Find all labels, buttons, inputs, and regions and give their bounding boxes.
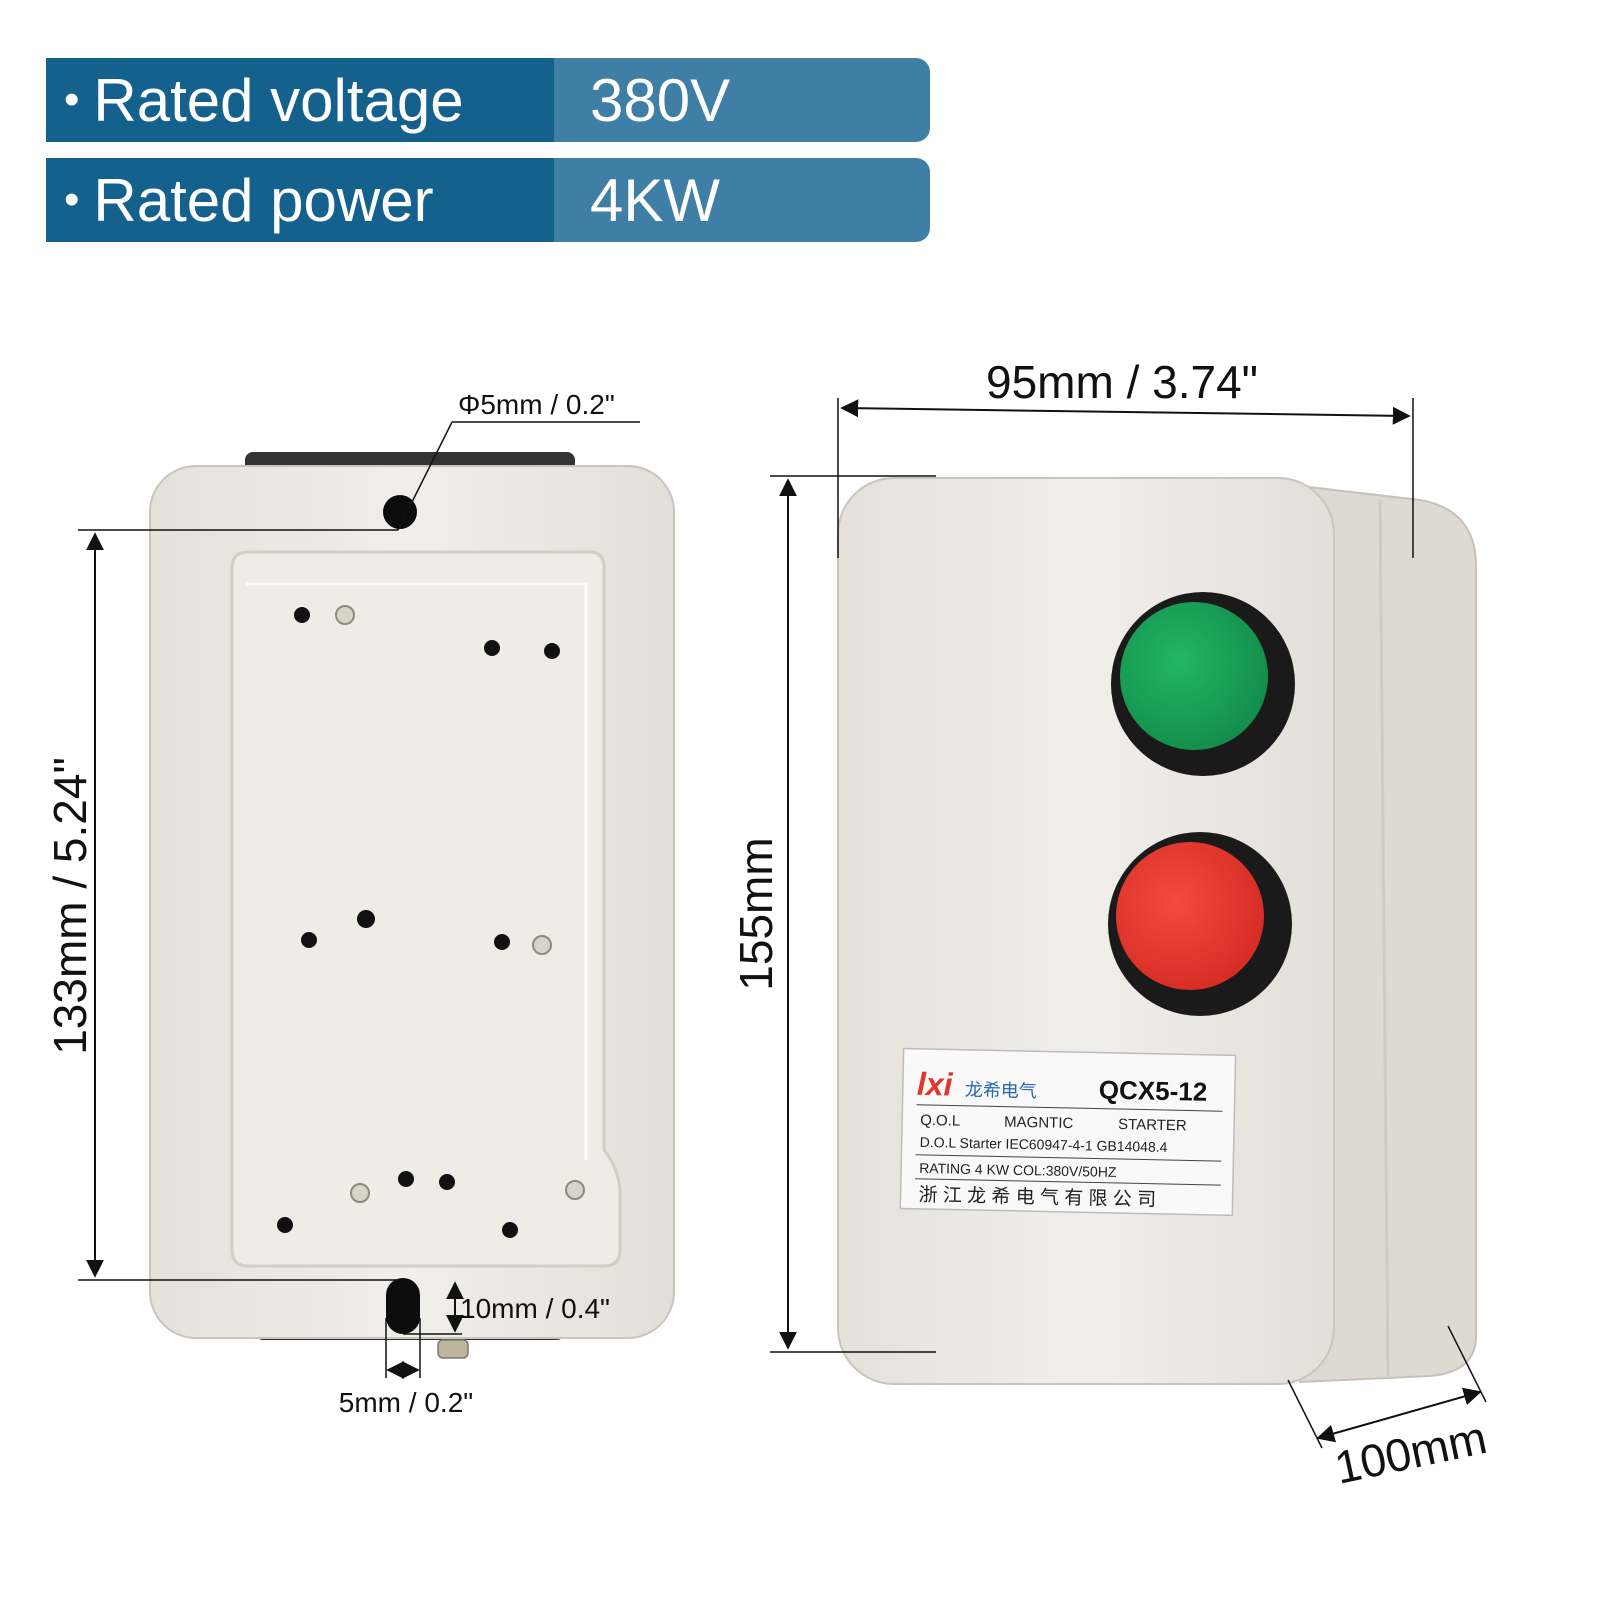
spec-label-text: Rated power <box>93 166 434 234</box>
start-button <box>1120 602 1268 750</box>
brand-logo: lxi <box>917 1066 954 1103</box>
spec-row-power: • Rated power 4KW <box>46 158 930 242</box>
plate-holes <box>277 607 560 1238</box>
nameplate: lxi 龙希电气 QCX5-12 Q.O.L MAGNTIC STARTER D… <box>899 1047 1237 1217</box>
dim-width-front: 95mm / 3.74" <box>986 356 1258 408</box>
bullet-icon: • <box>64 175 80 224</box>
spec-value: 380V <box>554 58 930 142</box>
dim-slot-width: 5mm / 0.2" <box>339 1387 473 1418</box>
mounting-plate <box>230 550 622 1268</box>
front-view: lxi 龙希电气 QCX5-12 Q.O.L MAGNTIC STARTER D… <box>730 356 1491 1494</box>
nameplate-qol: Q.O.L <box>920 1112 960 1130</box>
nameplate-magntic: MAGNTIC <box>1004 1114 1074 1132</box>
spec-label: • Rated voltage <box>46 58 554 142</box>
enclosure-side <box>1299 484 1477 1384</box>
dim-depth: 100mm <box>1330 1411 1491 1494</box>
mounting-slot <box>386 1278 420 1334</box>
dim-slot-length: 10mm / 0.4" <box>460 1293 610 1324</box>
nameplate-starter: STARTER <box>1118 1116 1187 1134</box>
brand-cn: 龙希电气 <box>965 1080 1037 1102</box>
stop-button <box>1116 842 1264 990</box>
model-number: QCX5-12 <box>1099 1075 1208 1107</box>
dim-height-back: 133mm / 5.24" <box>44 757 96 1055</box>
screws <box>335 605 585 1203</box>
nameplate-company: 浙 江 龙 希 电 气 有 限 公 司 <box>918 1184 1156 1211</box>
spec-label: • Rated power <box>46 158 554 242</box>
mounting-hole <box>383 495 417 529</box>
dim-hole-diameter: Φ5mm / 0.2" <box>458 389 615 420</box>
spec-label-text: Rated voltage <box>93 66 464 134</box>
dim-height-front: 155mm <box>730 837 782 990</box>
spec-value: 4KW <box>554 158 930 242</box>
nameplate-rating: RATING 4 KW COL:380V/50HZ <box>919 1160 1117 1180</box>
back-view: Φ5mm / 0.2" 133mm / 5.24" 10mm / 0.4" 5m… <box>44 389 675 1418</box>
nameplate-standards: D.O.L Starter IEC60947-4-1 GB14048.4 <box>920 1134 1168 1155</box>
bullet-icon: • <box>64 75 80 124</box>
spec-row-voltage: • Rated voltage 380V <box>46 58 930 142</box>
